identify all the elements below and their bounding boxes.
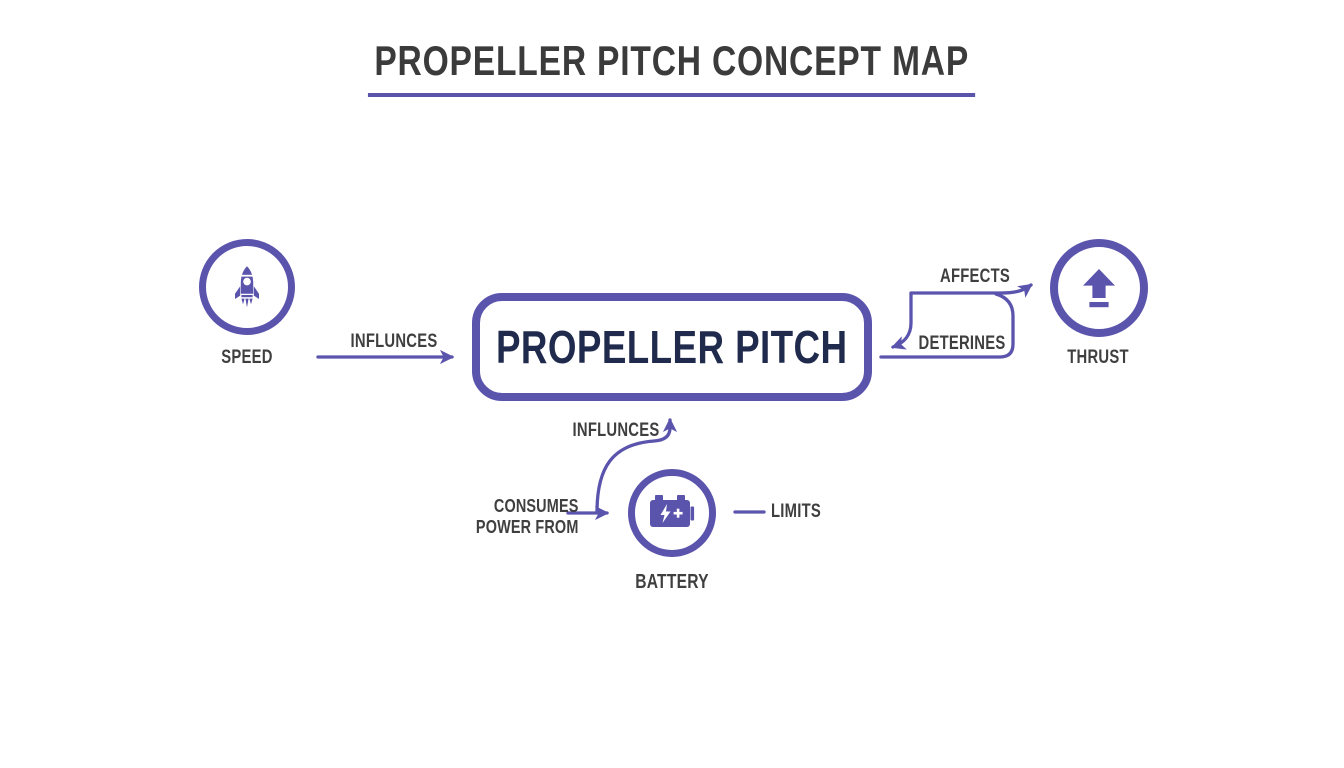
- edge-deterines-line: [879, 292, 1015, 359]
- edge-label-battery-influnces: INFLUNCES: [572, 420, 660, 441]
- propeller-pitch-node: PROPELLER PITCH: [472, 293, 872, 401]
- consumes-line1: CONSUMES: [493, 495, 578, 516]
- battery-label: BATTERY: [635, 571, 709, 593]
- edge-label-consumes-power: CONSUMES POWER FROM: [475, 495, 578, 537]
- edge-label-deterines: DETERINES: [918, 333, 1006, 354]
- rocket-icon: [235, 266, 259, 308]
- consumes-line2: POWER FROM: [475, 516, 578, 537]
- edge-affects-line: [890, 283, 1033, 350]
- edge-label-affects: AFFECTS: [940, 266, 1010, 287]
- battery-icon: [650, 495, 695, 527]
- edge-label-speed-influnces: INFLUNCES: [350, 331, 438, 352]
- title-container: PROPELLER PITCH CONCEPT MAP: [0, 40, 1344, 97]
- propeller-pitch-label: PROPELLER PITCH: [496, 321, 848, 373]
- page-title: PROPELLER PITCH CONCEPT MAP: [368, 40, 976, 97]
- edge-label-limits: LIMITS: [771, 501, 821, 522]
- speed-label: SPEED: [221, 347, 273, 368]
- edge-battery-influnces-line: [595, 417, 678, 514]
- thrust-node: [1050, 239, 1148, 337]
- up-arrow-icon: [1083, 269, 1115, 308]
- thrust-label: THRUST: [1067, 347, 1129, 368]
- speed-node: [199, 239, 295, 335]
- battery-node: [628, 469, 716, 557]
